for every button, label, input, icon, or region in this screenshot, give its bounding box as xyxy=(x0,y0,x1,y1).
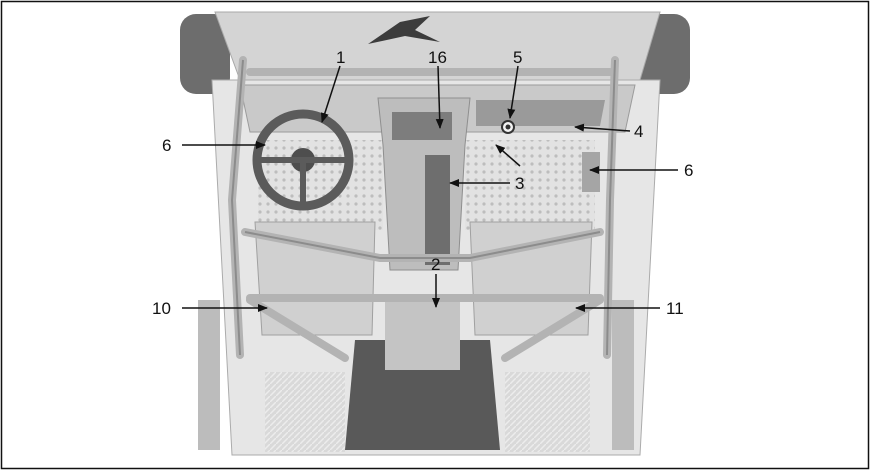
right-rear-panel xyxy=(505,372,590,452)
leader-1 xyxy=(320,65,341,123)
hood-emblem xyxy=(368,16,440,44)
right-side-rail xyxy=(612,300,634,450)
callout-1: 1 xyxy=(336,48,345,67)
callout-5: 5 xyxy=(513,48,522,67)
leader-4 xyxy=(574,123,631,132)
cage-cross-bar-edge xyxy=(244,231,601,259)
callout-3: 3 xyxy=(515,174,524,193)
left-rear-panel xyxy=(265,372,345,452)
cage-left-post-edge xyxy=(230,59,244,356)
leader-5 xyxy=(507,65,519,119)
rear-cargo xyxy=(345,340,500,450)
left-floor xyxy=(258,140,383,230)
callout-2: 2 xyxy=(431,255,440,274)
right-wall-panel xyxy=(582,152,600,192)
cage-right-post-edge xyxy=(606,59,616,356)
callout-10: 10 xyxy=(152,299,171,318)
dash-knob-center xyxy=(505,124,511,130)
steering-wheel xyxy=(252,109,354,211)
callout-11: 11 xyxy=(666,299,684,318)
dashboard-vent xyxy=(476,100,605,126)
callout-labels: 1 16 5 4 6 6 3 2 10 11 xyxy=(152,48,693,318)
callout-16: 16 xyxy=(428,48,447,67)
left-side-rail xyxy=(198,300,220,450)
rear-cargo-panel xyxy=(385,300,460,370)
right-floor xyxy=(465,140,595,230)
vehicle-illustration xyxy=(180,11,690,456)
switch-panel xyxy=(392,112,452,140)
leader-3b xyxy=(495,144,521,167)
callout-4: 4 xyxy=(634,122,643,141)
callout-6-left: 6 xyxy=(162,136,171,155)
front-left-wheel xyxy=(180,14,230,94)
callout-6-right: 6 xyxy=(684,161,693,180)
steering-spokes xyxy=(260,157,346,205)
shifter-column xyxy=(425,155,450,265)
leader-16 xyxy=(435,65,444,129)
leader-lines xyxy=(182,65,678,312)
